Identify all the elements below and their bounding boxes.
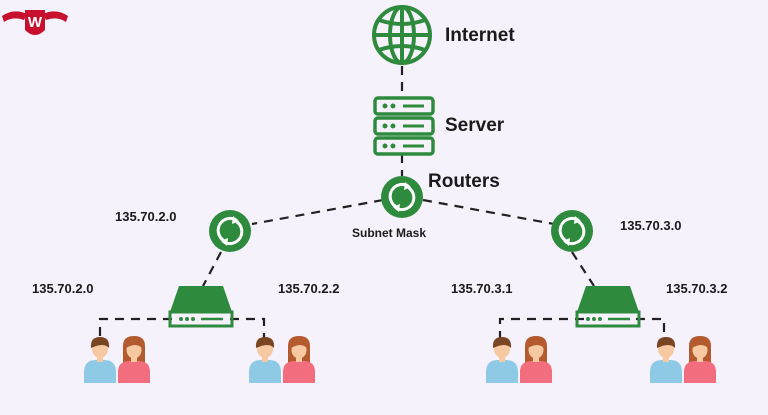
ip-left-router: 135.70.2.0 — [115, 209, 177, 224]
globe-icon — [372, 5, 432, 65]
router-icon-main — [381, 176, 423, 218]
logo-letter: W — [28, 14, 43, 31]
switch-icon-left — [168, 286, 234, 328]
line-left-switch-users2 — [230, 317, 266, 338]
ip-right-switch-left: 135.70.3.1 — [451, 281, 513, 296]
ip-left-switch-right: 135.70.2.2 — [278, 281, 340, 296]
users-icon-group-4 — [650, 336, 716, 383]
line-right-router-switch — [571, 251, 595, 287]
brand-logo: W — [2, 10, 68, 35]
line-left-switch-users1 — [98, 317, 172, 338]
switch-icon-right — [575, 286, 641, 328]
line-right-switch-users2 — [636, 317, 666, 338]
line-left-router-switch — [202, 251, 222, 287]
routers-label: Routers — [428, 171, 500, 192]
line-router-left-router — [251, 198, 384, 226]
ip-right-router: 135.70.3.0 — [620, 218, 682, 233]
connection-lines — [98, 66, 666, 338]
users-icon-group-1 — [84, 336, 150, 383]
ip-left-switch-left: 135.70.2.0 — [32, 281, 94, 296]
users-icon-group-2 — [249, 336, 315, 383]
subnet-mask-label: Subnet Mask — [352, 226, 427, 240]
line-right-switch-users1 — [498, 317, 584, 338]
line-router-right-router — [422, 198, 555, 226]
router-icon-left — [209, 210, 251, 252]
ip-right-switch-right: 135.70.3.2 — [666, 281, 728, 296]
internet-label: Internet — [445, 25, 515, 46]
users-icon-group-3 — [486, 336, 552, 383]
server-icon — [373, 96, 435, 156]
server-label: Server — [445, 115, 505, 136]
router-icon-right — [551, 210, 593, 252]
